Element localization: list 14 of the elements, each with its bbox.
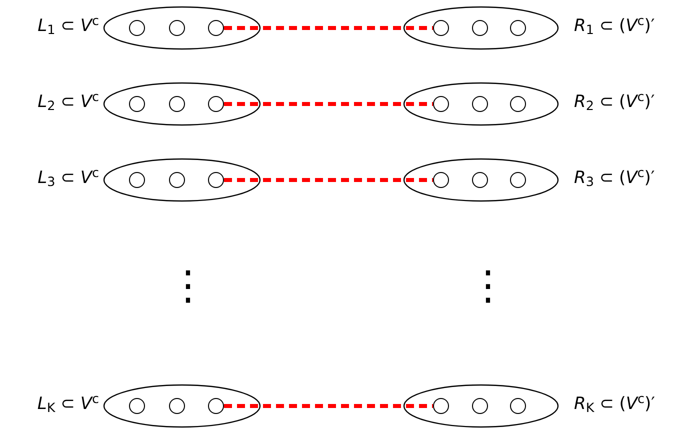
set-label: L$_{2}$ ⊂ V$^{c}$: [36, 94, 99, 111]
set-label: L$_{1}$ ⊂ V$^{c}$: [36, 18, 99, 35]
vertical-ellipsis: ⋮: [168, 266, 208, 306]
set-label: R$_{K}$ ⊂ (V$^{c}$)′: [574, 396, 656, 413]
dashed-connector: [224, 102, 433, 106]
dashed-connector: [224, 404, 433, 408]
dashed-connector: [224, 26, 433, 30]
set-label: L$_{3}$ ⊂ V$^{c}$: [36, 170, 99, 187]
dashed-connector: [224, 178, 433, 182]
vertical-ellipsis: ⋮: [468, 266, 508, 306]
set-label: R$_{1}$ ⊂ (V$^{c}$)′: [574, 18, 655, 35]
set-label: R$_{2}$ ⊂ (V$^{c}$)′: [574, 94, 655, 111]
set-label: L$_{K}$ ⊂ V$^{c}$: [36, 396, 99, 413]
set-label: R$_{3}$ ⊂ (V$^{c}$)′: [574, 170, 655, 187]
